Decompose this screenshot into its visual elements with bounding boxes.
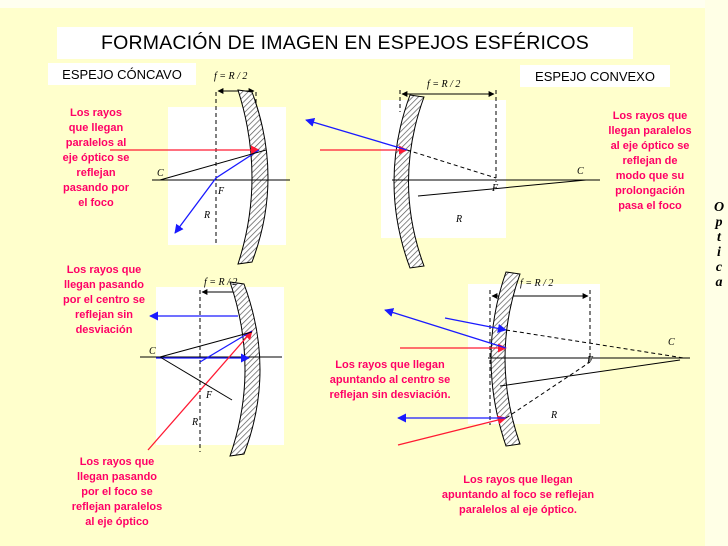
diagram-convex-parallel <box>305 90 600 269</box>
side-letter: O <box>713 200 725 215</box>
note-concave-focus: Los rayos que llegan pasando por el foco… <box>71 456 163 528</box>
side-letter: a <box>715 275 723 290</box>
diagram-concave-parallel <box>110 88 290 265</box>
point-c-2: C <box>577 166 584 177</box>
focal-formula-2: f = R / 2 <box>427 79 460 90</box>
convex-mirror-label: ESPEJO CONVEXO <box>520 65 670 87</box>
side-letter: p <box>715 215 723 230</box>
diagram-concave-center-focus <box>140 281 284 457</box>
top-strip <box>0 0 728 8</box>
point-r-1: R <box>203 210 210 221</box>
point-f-1: F <box>217 186 225 197</box>
point-r-3: R <box>191 417 198 428</box>
side-letter: c <box>715 260 723 275</box>
concave-mirror-label: ESPEJO CÓNCAVO <box>48 63 196 85</box>
point-c-3: C <box>149 346 156 357</box>
point-c-4: C <box>668 337 675 348</box>
point-c-1: C <box>157 168 164 179</box>
diagram-convex-center-focus <box>384 271 690 447</box>
right-strip <box>705 0 728 546</box>
point-f-4: F <box>586 355 594 366</box>
note-concave-center: Los rayos que llegan pasando por el cent… <box>63 264 145 336</box>
point-f-3: F <box>205 390 213 401</box>
focal-formula-4: f = R / 2 <box>520 278 553 289</box>
focal-formula-3: f = R / 2 <box>204 277 237 288</box>
point-r-2: R <box>455 214 462 225</box>
note-convex-parallel: Los rayos que llegan paralelos al eje óp… <box>608 110 692 212</box>
note-concave-parallel: Los rayos que llegan paralelos al eje óp… <box>62 107 130 209</box>
side-letter: t <box>717 230 721 245</box>
note-convex-center: Los rayos que llegan apuntando al centro… <box>329 359 451 401</box>
focal-formula-1: f = R / 2 <box>214 71 247 82</box>
point-f-2: F <box>491 183 499 194</box>
point-r-4: R <box>550 410 557 421</box>
side-letter: i <box>717 245 721 260</box>
note-convex-focus: Los rayos que llegan apuntando al foco s… <box>441 474 595 516</box>
side-word-optica: O p t i c a <box>712 200 726 290</box>
page-title: FORMACIÓN DE IMAGEN EN ESPEJOS ESFÉRICOS <box>57 27 633 59</box>
